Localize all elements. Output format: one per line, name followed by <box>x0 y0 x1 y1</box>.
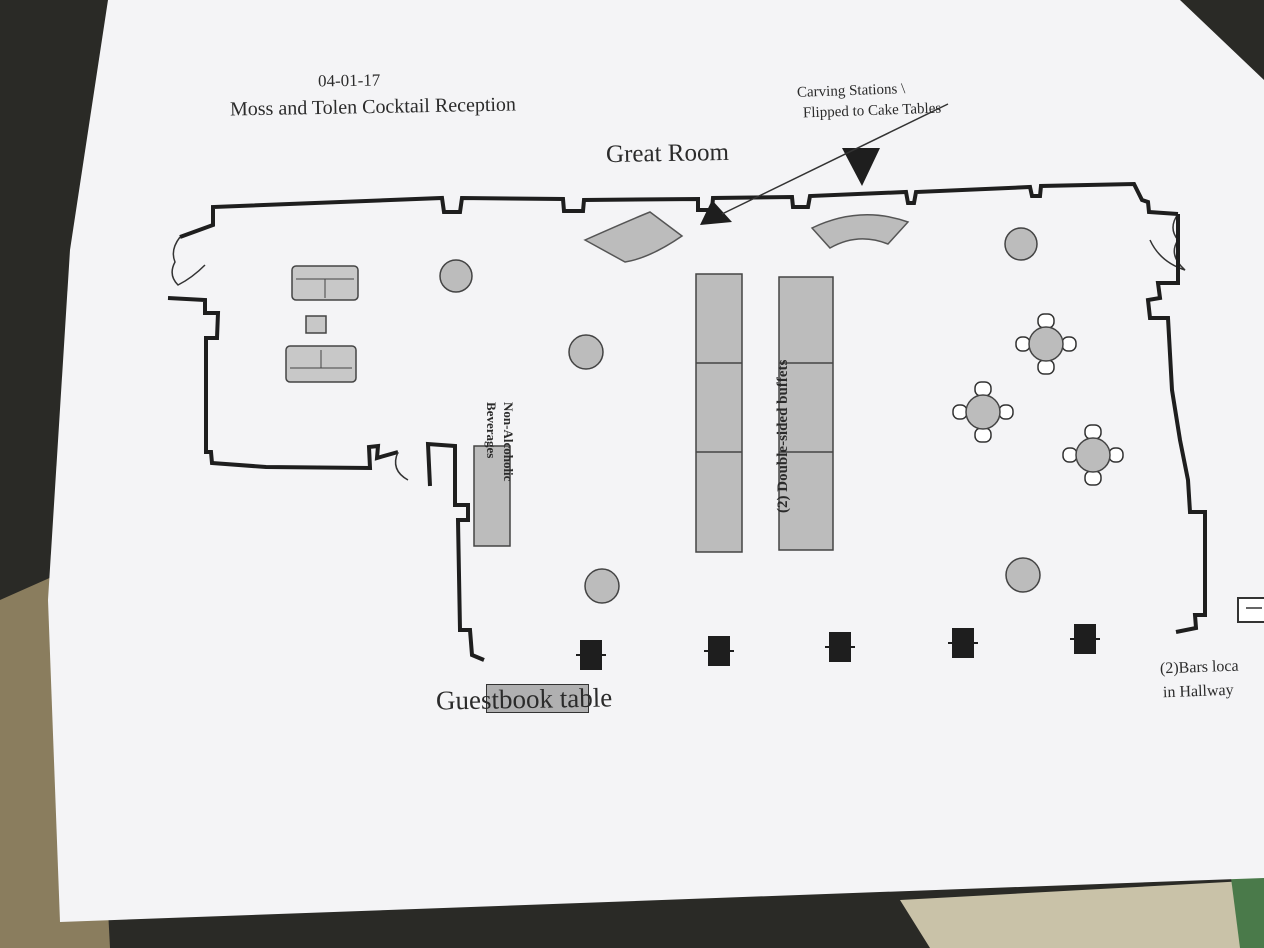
arrow-marker-right <box>842 148 880 186</box>
round-table-with-chairs <box>1015 313 1077 375</box>
bars-note-line1: (2)Bars loca <box>1159 657 1239 678</box>
buffet-label: (2) Double-sided buffets <box>775 359 791 513</box>
non-alcoholic-label-line2: Beverages <box>484 402 499 459</box>
cocktail-table <box>439 259 473 293</box>
cocktail-table <box>584 568 620 604</box>
non-alcoholic-label-line1: Non-Alcoholic <box>501 402 516 482</box>
round-table-with-chairs <box>952 381 1014 443</box>
great-room-outer-wall <box>179 181 1179 239</box>
pillar <box>825 632 855 662</box>
buffet-table-right <box>778 276 834 551</box>
pillar <box>704 636 734 666</box>
room-label: Great Room <box>605 138 730 169</box>
pillar <box>1070 624 1100 654</box>
pillar <box>576 640 606 670</box>
floor-right <box>900 880 1264 948</box>
cocktail-table <box>1004 227 1038 261</box>
buffet-table-left <box>695 273 743 553</box>
guestbook-label: Guestbook table <box>435 682 613 716</box>
bar-icon <box>1237 597 1264 623</box>
event-title: Moss and Tolen Cocktail Reception <box>229 93 517 121</box>
cocktail-table <box>1005 557 1041 593</box>
bars-note-line2: in Hallway <box>1162 681 1234 702</box>
lounge-sofa-top <box>291 265 359 301</box>
green-object <box>1230 860 1264 948</box>
beverage-table <box>473 445 511 547</box>
paper-sheet <box>48 0 1264 922</box>
coffee-table <box>305 315 327 334</box>
carving-station-right <box>810 214 910 249</box>
guestbook-table <box>486 684 589 713</box>
pillar <box>948 628 978 658</box>
cocktail-table <box>568 334 604 370</box>
event-date: 04-01-17 <box>317 70 381 91</box>
round-table-with-chairs <box>1062 424 1124 486</box>
lounge-sofa-bottom <box>285 345 357 383</box>
leader-line <box>721 103 949 215</box>
carving-station-left <box>583 211 684 263</box>
arrow-marker-left <box>700 200 732 225</box>
